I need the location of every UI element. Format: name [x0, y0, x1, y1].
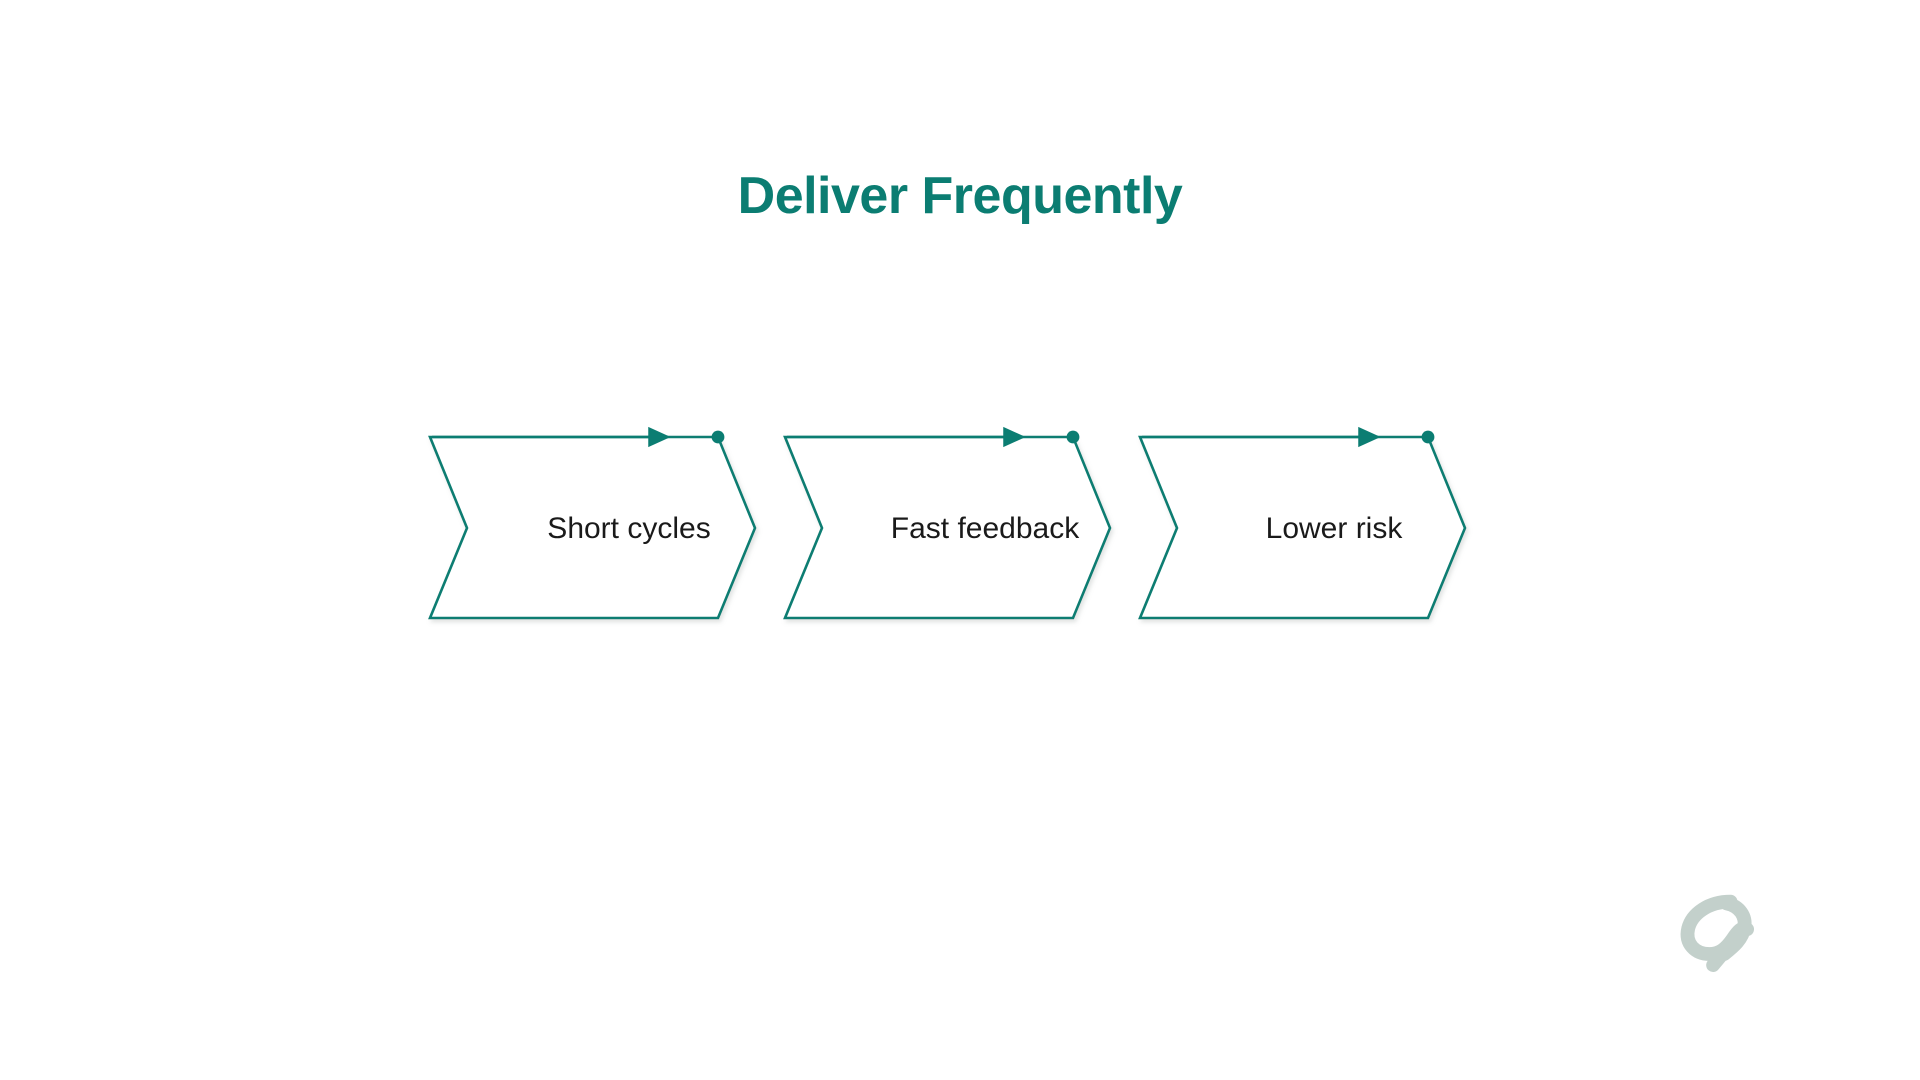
chevron-step-1[interactable] [428, 426, 757, 620]
page-title: Deliver Frequently [737, 167, 1183, 225]
logo-dot-icon [1706, 947, 1730, 973]
ribbon-s-logo-icon [1680, 894, 1755, 973]
chevron-shape-2 [783, 435, 1112, 620]
chevron-shape-1 [428, 435, 757, 620]
watermark [1668, 886, 1760, 978]
dot-marker-icon-3 [1421, 430, 1435, 444]
chevron-shape-3 [1138, 435, 1467, 620]
chevron-step-3[interactable] [1138, 426, 1467, 620]
dot-marker-icon-1 [711, 430, 725, 444]
chevron-step-2[interactable] [783, 426, 1112, 620]
dot-marker-icon-2 [1066, 430, 1080, 444]
